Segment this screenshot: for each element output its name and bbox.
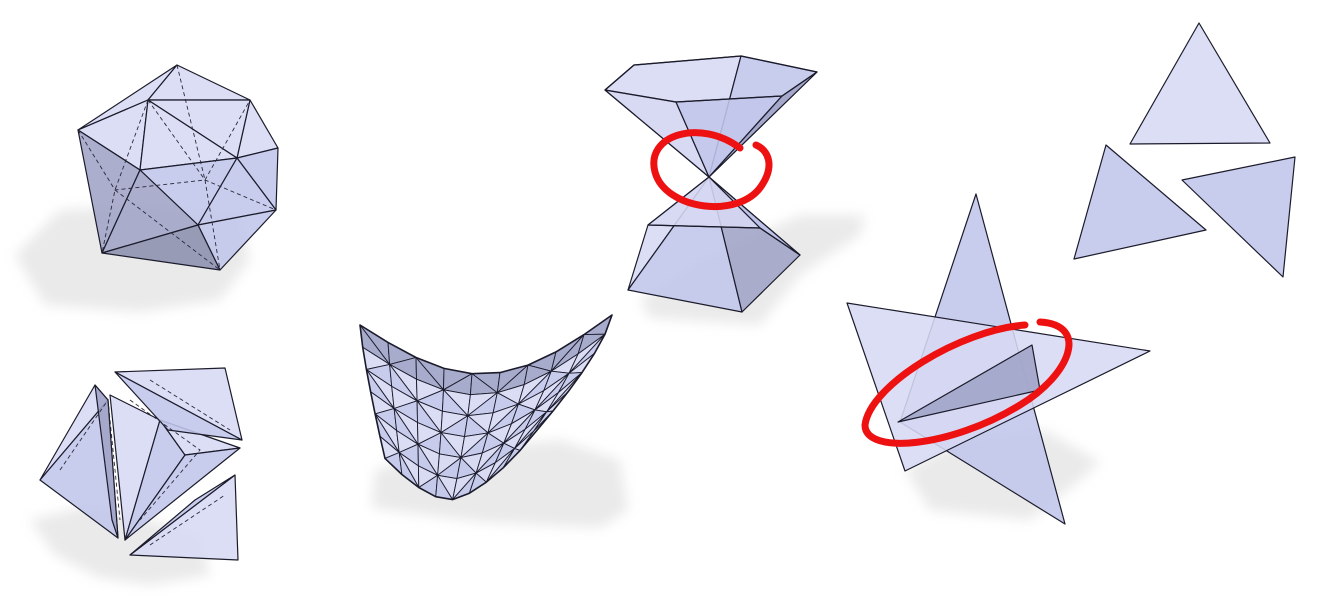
exploded-piece-bottom [129,474,239,561]
exploded-piece-center [109,394,241,541]
exploded-polyhedron-figure [30,367,243,585]
icosahedron-hidden-edges [77,64,277,271]
separate-triangle-left [1073,144,1207,260]
double-cone-figure [604,55,865,325]
saddle-mesh [359,314,613,501]
icosahedron-figure [15,64,279,312]
separate-triangle-right [1181,156,1296,278]
exploded-hidden-edges [59,379,231,546]
crossing-intersection-dark [897,344,1041,423]
separate-triangles-figure [1073,22,1296,278]
separate-triangle-top [1129,22,1271,145]
icosahedron-faces [77,64,279,271]
cone-defect-ring [650,129,773,210]
crossing-defect-ring [861,318,1073,447]
exploded-piece-top [114,367,243,441]
crossing-triangles-figure [846,193,1151,525]
exploded-piece-left [39,384,119,539]
saddle-outline [359,314,613,501]
upper-cone [604,55,818,178]
saddle-surface-figure [359,314,628,528]
